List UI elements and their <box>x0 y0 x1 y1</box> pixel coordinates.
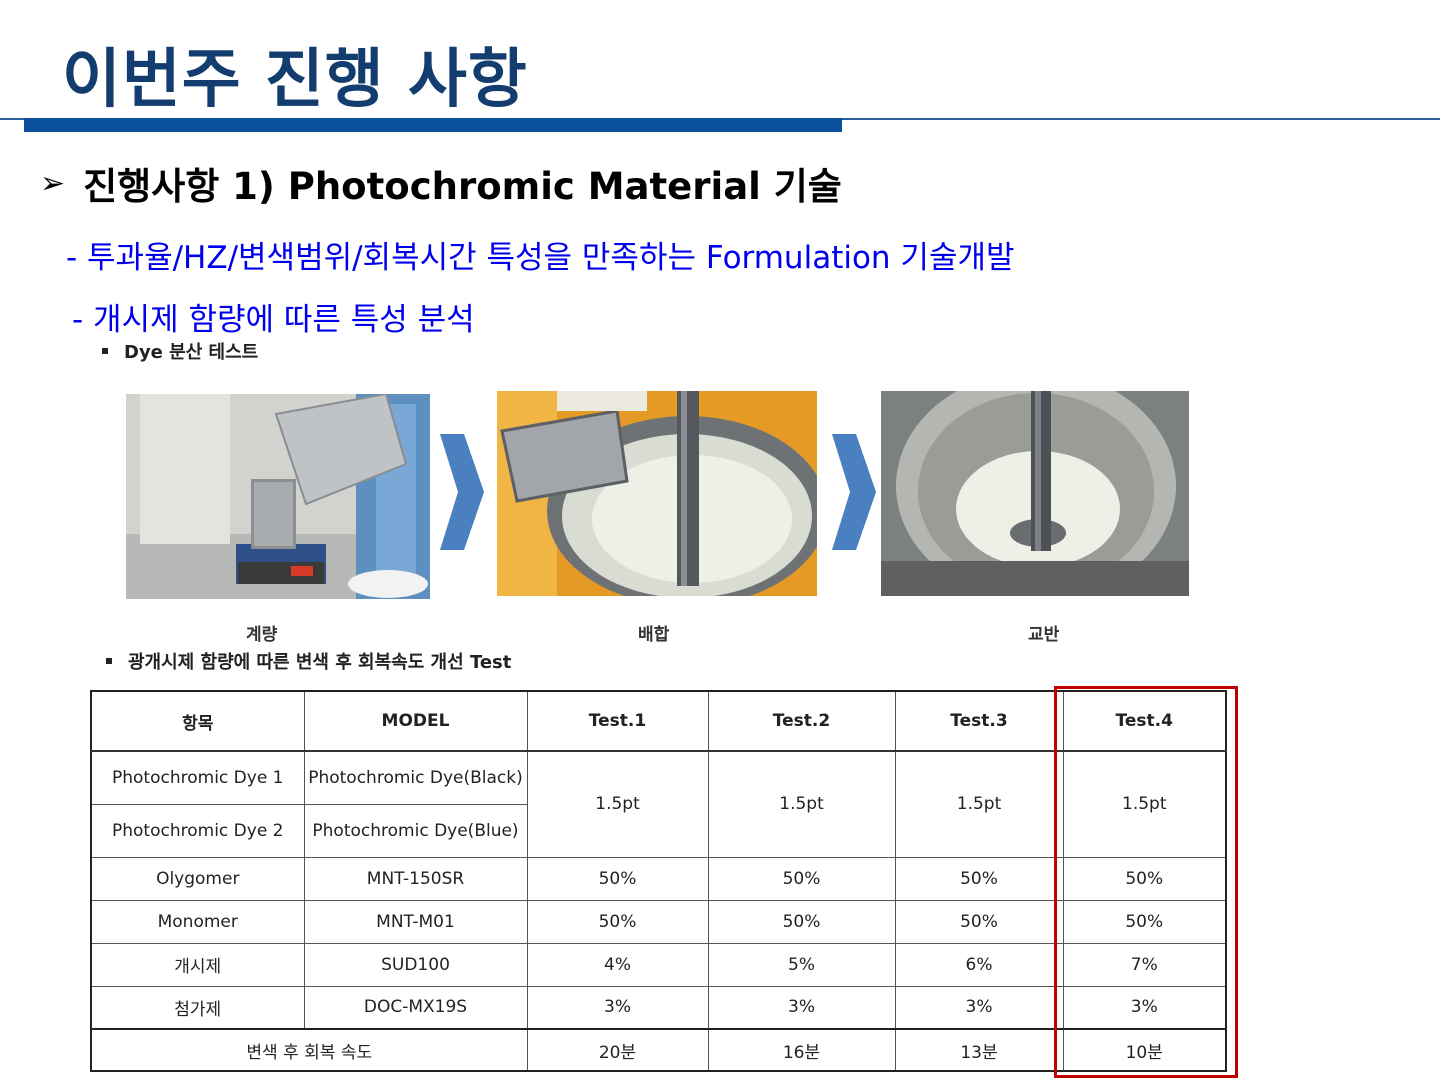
photo-label-stirring: 교반 <box>1028 625 1060 645</box>
table-header-test1: Test.1 <box>526 690 709 752</box>
table-cell-value: 1.5pt <box>526 750 709 858</box>
table-cell-model: DOC-MX19S <box>303 985 528 1030</box>
sub-bullet-dye-test: Dye 분산 테스트 <box>102 338 258 364</box>
table-cell-model: SUD100 <box>303 942 528 987</box>
table-cell-value: 50% <box>526 856 709 901</box>
photo-mixing <box>497 391 817 596</box>
flow-arrow-icon <box>440 434 484 550</box>
table-cell-value: 16분 <box>707 1028 896 1072</box>
photo-weighing <box>126 394 430 599</box>
table-cell-value: 1.5pt <box>894 750 1064 858</box>
table-header-test2: Test.2 <box>707 690 896 752</box>
table-cell-value: 3% <box>526 985 709 1030</box>
table-cell-value: 50% <box>707 856 896 901</box>
table-cell-value: 50% <box>526 899 709 944</box>
table-cell-value: 50% <box>1062 899 1227 944</box>
section-heading-text: 진행사항 1) Photochromic Material 기술 <box>83 165 842 208</box>
table-cell-model: Photochromic Dye(Black) <box>303 750 528 805</box>
bullet-formulation: - 투과율/HZ/변색범위/회복시간 특성을 만족하는 Formulation … <box>66 240 1015 276</box>
table-cell-item: 개시제 <box>90 942 305 987</box>
table-row: Photochromic Dye 2 Photochromic Dye(Blue… <box>90 803 1226 858</box>
table-row: 개시제 SUD100 4% 5% 6% 7% <box>90 942 1227 987</box>
table-cell-item: Monomer <box>90 899 305 944</box>
table-cell-item: Photochromic Dye 1 <box>90 750 305 805</box>
square-bullet-icon <box>102 348 108 354</box>
table-row: 첨가제 DOC-MX19S 3% 3% 3% 3% <box>90 985 1227 1030</box>
table-cell-value: 3% <box>707 985 896 1030</box>
arrow-bullet-icon: ➢ <box>40 165 66 201</box>
table-cell-recovery-label: 변색 후 회복 속도 <box>90 1028 528 1072</box>
photo-label-weighing: 계량 <box>246 625 278 645</box>
table-header-model: MODEL <box>303 690 528 752</box>
table-header-item: 항목 <box>90 690 305 752</box>
table-row: Monomer MNT-M01 50% 50% 50% 50% <box>90 899 1227 944</box>
table-header-test3: Test.3 <box>894 690 1064 752</box>
table-cell-item: Photochromic Dye 2 <box>90 803 305 858</box>
table-cell-value: 3% <box>1062 985 1227 1030</box>
table-cell-value: 20분 <box>526 1028 709 1072</box>
table-cell-value: 50% <box>894 856 1064 901</box>
table-cell-value: 1.5pt <box>1062 750 1227 858</box>
table-cell-model: Photochromic Dye(Blue) <box>303 803 528 858</box>
table-cell-value: 13분 <box>894 1028 1064 1072</box>
table-cell-item: Olygomer <box>90 856 305 901</box>
section-heading: ➢ 진행사항 1) Photochromic Material 기술 <box>40 156 842 210</box>
table-row: Photochromic Dye 1 Photochromic Dye(Blac… <box>90 750 1227 858</box>
table-cell-value: 6% <box>894 942 1064 987</box>
table-cell-value: 5% <box>707 942 896 987</box>
sub-bullet-recovery-test: 광개시제 함량에 따른 변색 후 회복속도 개선 Test <box>106 648 511 674</box>
table-cell-value: 10분 <box>1062 1028 1227 1072</box>
photo-label-mixing: 배합 <box>638 625 670 645</box>
table-cell-value: 4% <box>526 942 709 987</box>
square-bullet-icon <box>106 658 112 664</box>
formulation-table: 항목 MODEL Test.1 Test.2 Test.3 Test.4 Pho… <box>90 690 1227 1072</box>
table-header-row: 항목 MODEL Test.1 Test.2 Test.3 Test.4 <box>90 690 1227 752</box>
table-cell-item: 첨가제 <box>90 985 305 1030</box>
flow-arrow-icon <box>832 434 876 550</box>
table-cell-value: 50% <box>707 899 896 944</box>
table-cell-value: 3% <box>894 985 1064 1030</box>
table-row: Olygomer MNT-150SR 50% 50% 50% 50% <box>90 856 1227 901</box>
table-cell-value: 50% <box>894 899 1064 944</box>
photo-stirring <box>881 391 1189 596</box>
table-cell-model: MNT-M01 <box>303 899 528 944</box>
sub-bullet-recovery-test-text: 광개시제 함량에 따른 변색 후 회복속도 개선 Test <box>128 652 512 673</box>
page-title: 이번주 진행 사항 <box>62 43 528 117</box>
table-cell-value: 7% <box>1062 942 1227 987</box>
title-underline-bar <box>24 118 842 132</box>
table-header-test4: Test.4 <box>1062 690 1227 752</box>
table-cell-value: 50% <box>1062 856 1227 901</box>
table-row-recovery: 변색 후 회복 속도 20분 16분 13분 10분 <box>90 1028 1227 1072</box>
table-cell-model: MNT-150SR <box>303 856 528 901</box>
bullet-initiator: - 개시제 함량에 따른 특성 분석 <box>72 302 475 338</box>
sub-bullet-dye-test-text: Dye 분산 테스트 <box>124 342 259 363</box>
table-cell-value: 1.5pt <box>707 750 896 858</box>
